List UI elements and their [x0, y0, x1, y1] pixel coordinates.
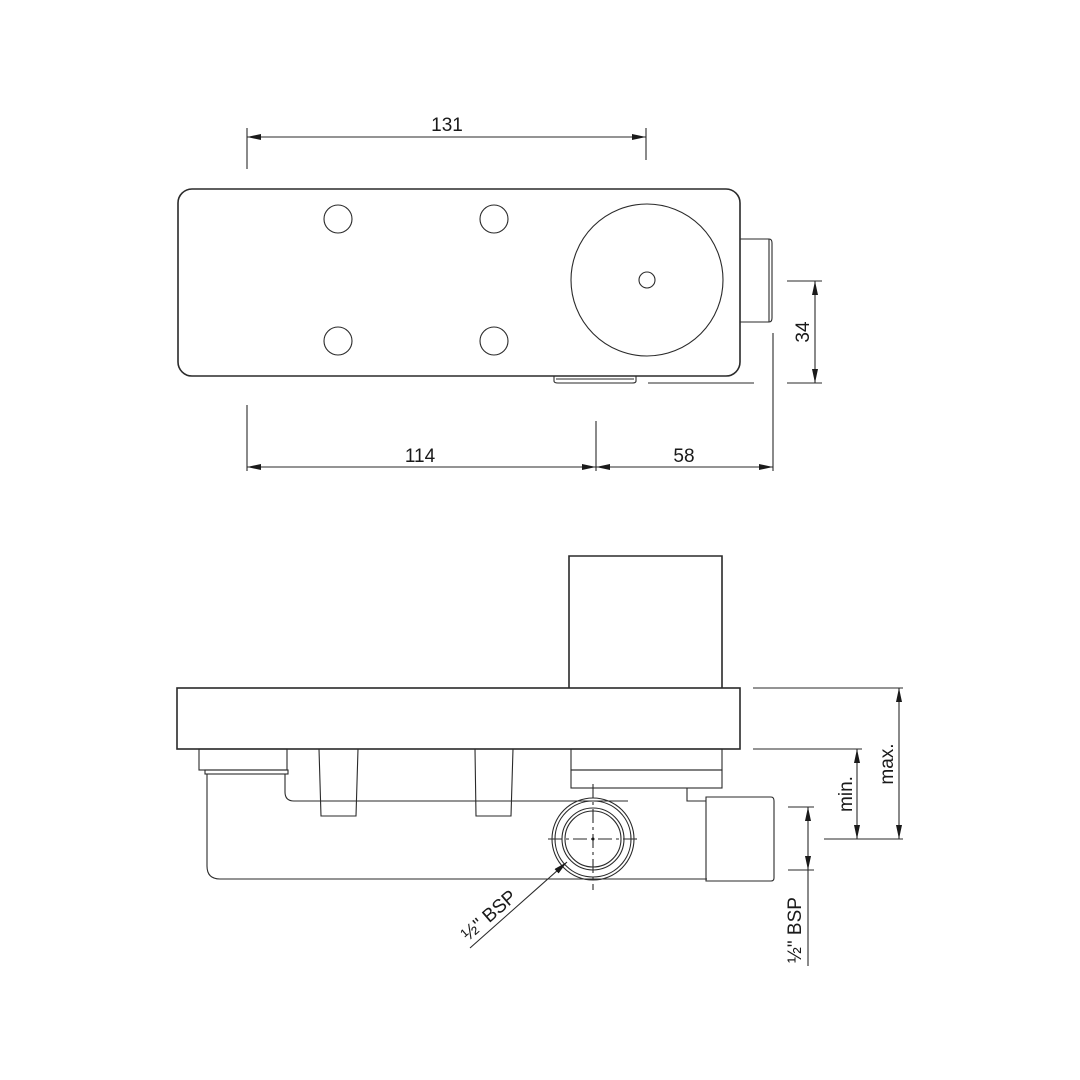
valve-cartridge [568, 555, 723, 688]
max-label: max. [877, 743, 898, 784]
pipe-body [206, 774, 707, 880]
mounting-hole-icon [479, 326, 509, 356]
mounting-hole-icon [323, 326, 353, 356]
outlet-thread-label: ½" BSP [785, 897, 806, 963]
top-plate-outline [177, 188, 741, 377]
inlet-port [548, 784, 640, 890]
side-outlet [740, 238, 773, 323]
mounting-stud [474, 748, 514, 817]
dimension-114: 114 [405, 446, 436, 467]
mounting-hole-icon [479, 204, 509, 234]
valve-disc [570, 203, 724, 357]
dimension-34: 34 [793, 321, 814, 343]
mounting-hole-icon [323, 204, 353, 234]
min-label: min. [836, 776, 857, 812]
mounting-stud [318, 748, 359, 817]
outlet-port [705, 796, 775, 882]
side-view: max. min. ½" BSP ½" BSP [176, 555, 903, 966]
cover-plate [176, 687, 741, 750]
inlet-thread-label: ½" BSP [458, 886, 522, 945]
valve-spindle [638, 271, 656, 289]
dimension-58: 58 [673, 446, 694, 467]
bottom-outlet [553, 376, 637, 384]
dimension-131: 131 [431, 115, 463, 136]
top-view: 131 34 114 58 [177, 115, 822, 471]
